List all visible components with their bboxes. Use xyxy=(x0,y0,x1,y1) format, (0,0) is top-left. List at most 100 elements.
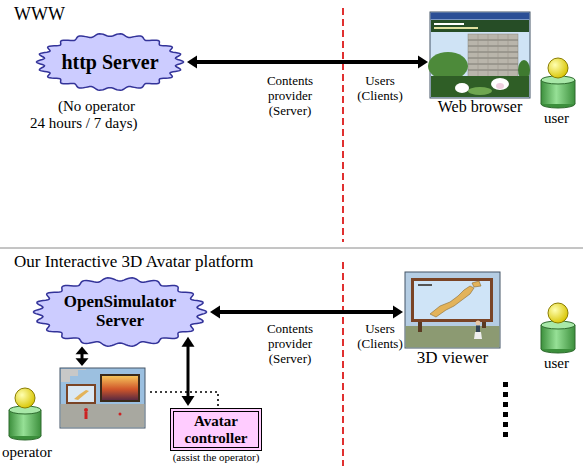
connector-line xyxy=(147,392,218,406)
text-label: user xyxy=(544,355,569,372)
text-label: (No operator 24 hours / 7 days) xyxy=(30,98,150,133)
web-browser-screenshot-part xyxy=(431,13,530,20)
more-users-dots-part xyxy=(503,402,508,407)
node-text: Avatar controller xyxy=(180,413,252,446)
operator-screenshot-part xyxy=(60,368,145,428)
web-browser-screenshot xyxy=(428,12,530,98)
user-icon xyxy=(541,58,575,108)
operator-screenshot-part xyxy=(74,390,89,400)
label-slot: Contents provider (Server) xyxy=(258,74,322,119)
operator-screenshot-part xyxy=(61,404,145,428)
arrow-head xyxy=(182,337,195,347)
3d-viewer-screenshot-part xyxy=(405,272,500,348)
node-text: operator xyxy=(2,444,87,461)
node-text: http Server xyxy=(61,51,158,73)
screenshot-frame xyxy=(430,12,530,98)
web-browser-screenshot-part xyxy=(478,34,508,78)
3d-viewer-screenshot-part xyxy=(430,286,474,317)
web-browser-screenshot-part xyxy=(428,52,468,80)
text-label: Users (Clients) xyxy=(350,74,410,104)
3d-viewer-screenshot-part xyxy=(414,281,490,319)
section-separator xyxy=(0,248,583,249)
connector xyxy=(187,56,428,69)
label-slot: (No operator 24 hours / 7 days) xyxy=(30,98,150,133)
connector-line xyxy=(187,346,190,397)
label-slot: Our Interactive 3D Avatar platform xyxy=(14,252,253,272)
operator-icon-part xyxy=(15,388,35,408)
arrow-head xyxy=(418,56,428,69)
operator-screenshot-part xyxy=(102,376,138,400)
operator-screenshot-part xyxy=(68,386,94,402)
3d-viewer-screenshot-part xyxy=(418,284,432,286)
screenshot-frame xyxy=(405,272,500,348)
screenshot-node: operator xyxy=(60,368,145,445)
connector xyxy=(147,392,218,406)
web-browser-screenshot-part xyxy=(431,76,529,97)
more-users-dots-part xyxy=(503,432,508,437)
text-label: Contents provider (Server) xyxy=(258,322,322,367)
screenshot-node: 3D viewer xyxy=(405,272,500,368)
more-users-dots-part xyxy=(503,382,508,387)
operator-screenshot-part xyxy=(66,384,96,404)
more-users-dots-part xyxy=(503,412,508,417)
web-browser-screenshot-part xyxy=(434,23,464,25)
label-slot: Users (Clients) xyxy=(350,74,410,104)
operator-screenshot-part xyxy=(85,412,88,419)
label-slot: user xyxy=(544,355,569,372)
divider-line xyxy=(342,8,344,242)
3d-viewer-screenshot-part xyxy=(476,326,480,333)
text-label: Our Interactive 3D Avatar platform xyxy=(14,252,253,272)
more-users-dots xyxy=(503,382,508,437)
text-label: Contents provider (Server) xyxy=(258,74,322,119)
node-text: Web browser xyxy=(430,98,530,116)
web-browser-screenshot-part xyxy=(496,83,504,89)
connector xyxy=(76,346,89,366)
connector-line xyxy=(196,60,419,64)
label-slot: WWW xyxy=(14,4,65,25)
web-browser-screenshot-part xyxy=(431,20,529,32)
arrow-head xyxy=(210,306,220,319)
server-cloud: http Server xyxy=(35,32,185,92)
3d-viewer-screenshot-part xyxy=(476,321,481,326)
web-browser-screenshot-part xyxy=(491,78,509,90)
user-icon xyxy=(541,303,575,353)
more-users-dots-part xyxy=(503,422,508,427)
web-browser-screenshot-part xyxy=(455,83,469,93)
3d-viewer-screenshot-part xyxy=(472,281,481,287)
wavy-outline-path xyxy=(37,34,184,90)
arrow-head xyxy=(182,396,195,406)
operator-screenshot-part xyxy=(100,374,140,402)
divider-line xyxy=(342,262,344,466)
arrow-head xyxy=(76,358,89,366)
operator-screenshot xyxy=(60,368,145,428)
operator-screenshot-part xyxy=(119,413,122,416)
screenshot-frame xyxy=(60,368,145,428)
connector-line xyxy=(219,310,394,314)
connector xyxy=(182,337,195,406)
label-slot: user xyxy=(544,110,569,127)
3d-viewer-screenshot-part xyxy=(411,278,493,322)
node-text: OpenSimulator Server xyxy=(54,293,186,330)
connector xyxy=(210,306,403,319)
node-text: (assist the operator) xyxy=(130,451,302,463)
node-text: 3D viewer xyxy=(405,348,500,368)
more-users-dots-part xyxy=(503,392,508,397)
3d-viewer-screenshot-part xyxy=(474,332,482,339)
arrow-head xyxy=(393,306,403,319)
screenshot-node: Web browser xyxy=(430,12,530,116)
server-cloud: OpenSimulator Server xyxy=(32,276,208,348)
label-slot: Contents provider (Server) xyxy=(258,322,322,367)
3d-viewer-screenshot xyxy=(405,272,500,348)
text-label: user xyxy=(544,110,569,127)
web-browser-screenshot-part xyxy=(434,27,478,29)
web-browser-screenshot-part xyxy=(468,40,518,70)
web-browser-screenshot-part xyxy=(468,87,492,95)
text-label: WWW xyxy=(14,4,65,25)
process-box-node: Avatar controller(assist the operator) xyxy=(170,408,262,463)
arrow-head xyxy=(187,56,197,69)
wavy-outline-path xyxy=(34,278,207,346)
process-box: Avatar controller xyxy=(170,408,262,451)
web-browser-screenshot-part xyxy=(468,34,518,78)
operator-screenshot-part xyxy=(61,369,86,382)
